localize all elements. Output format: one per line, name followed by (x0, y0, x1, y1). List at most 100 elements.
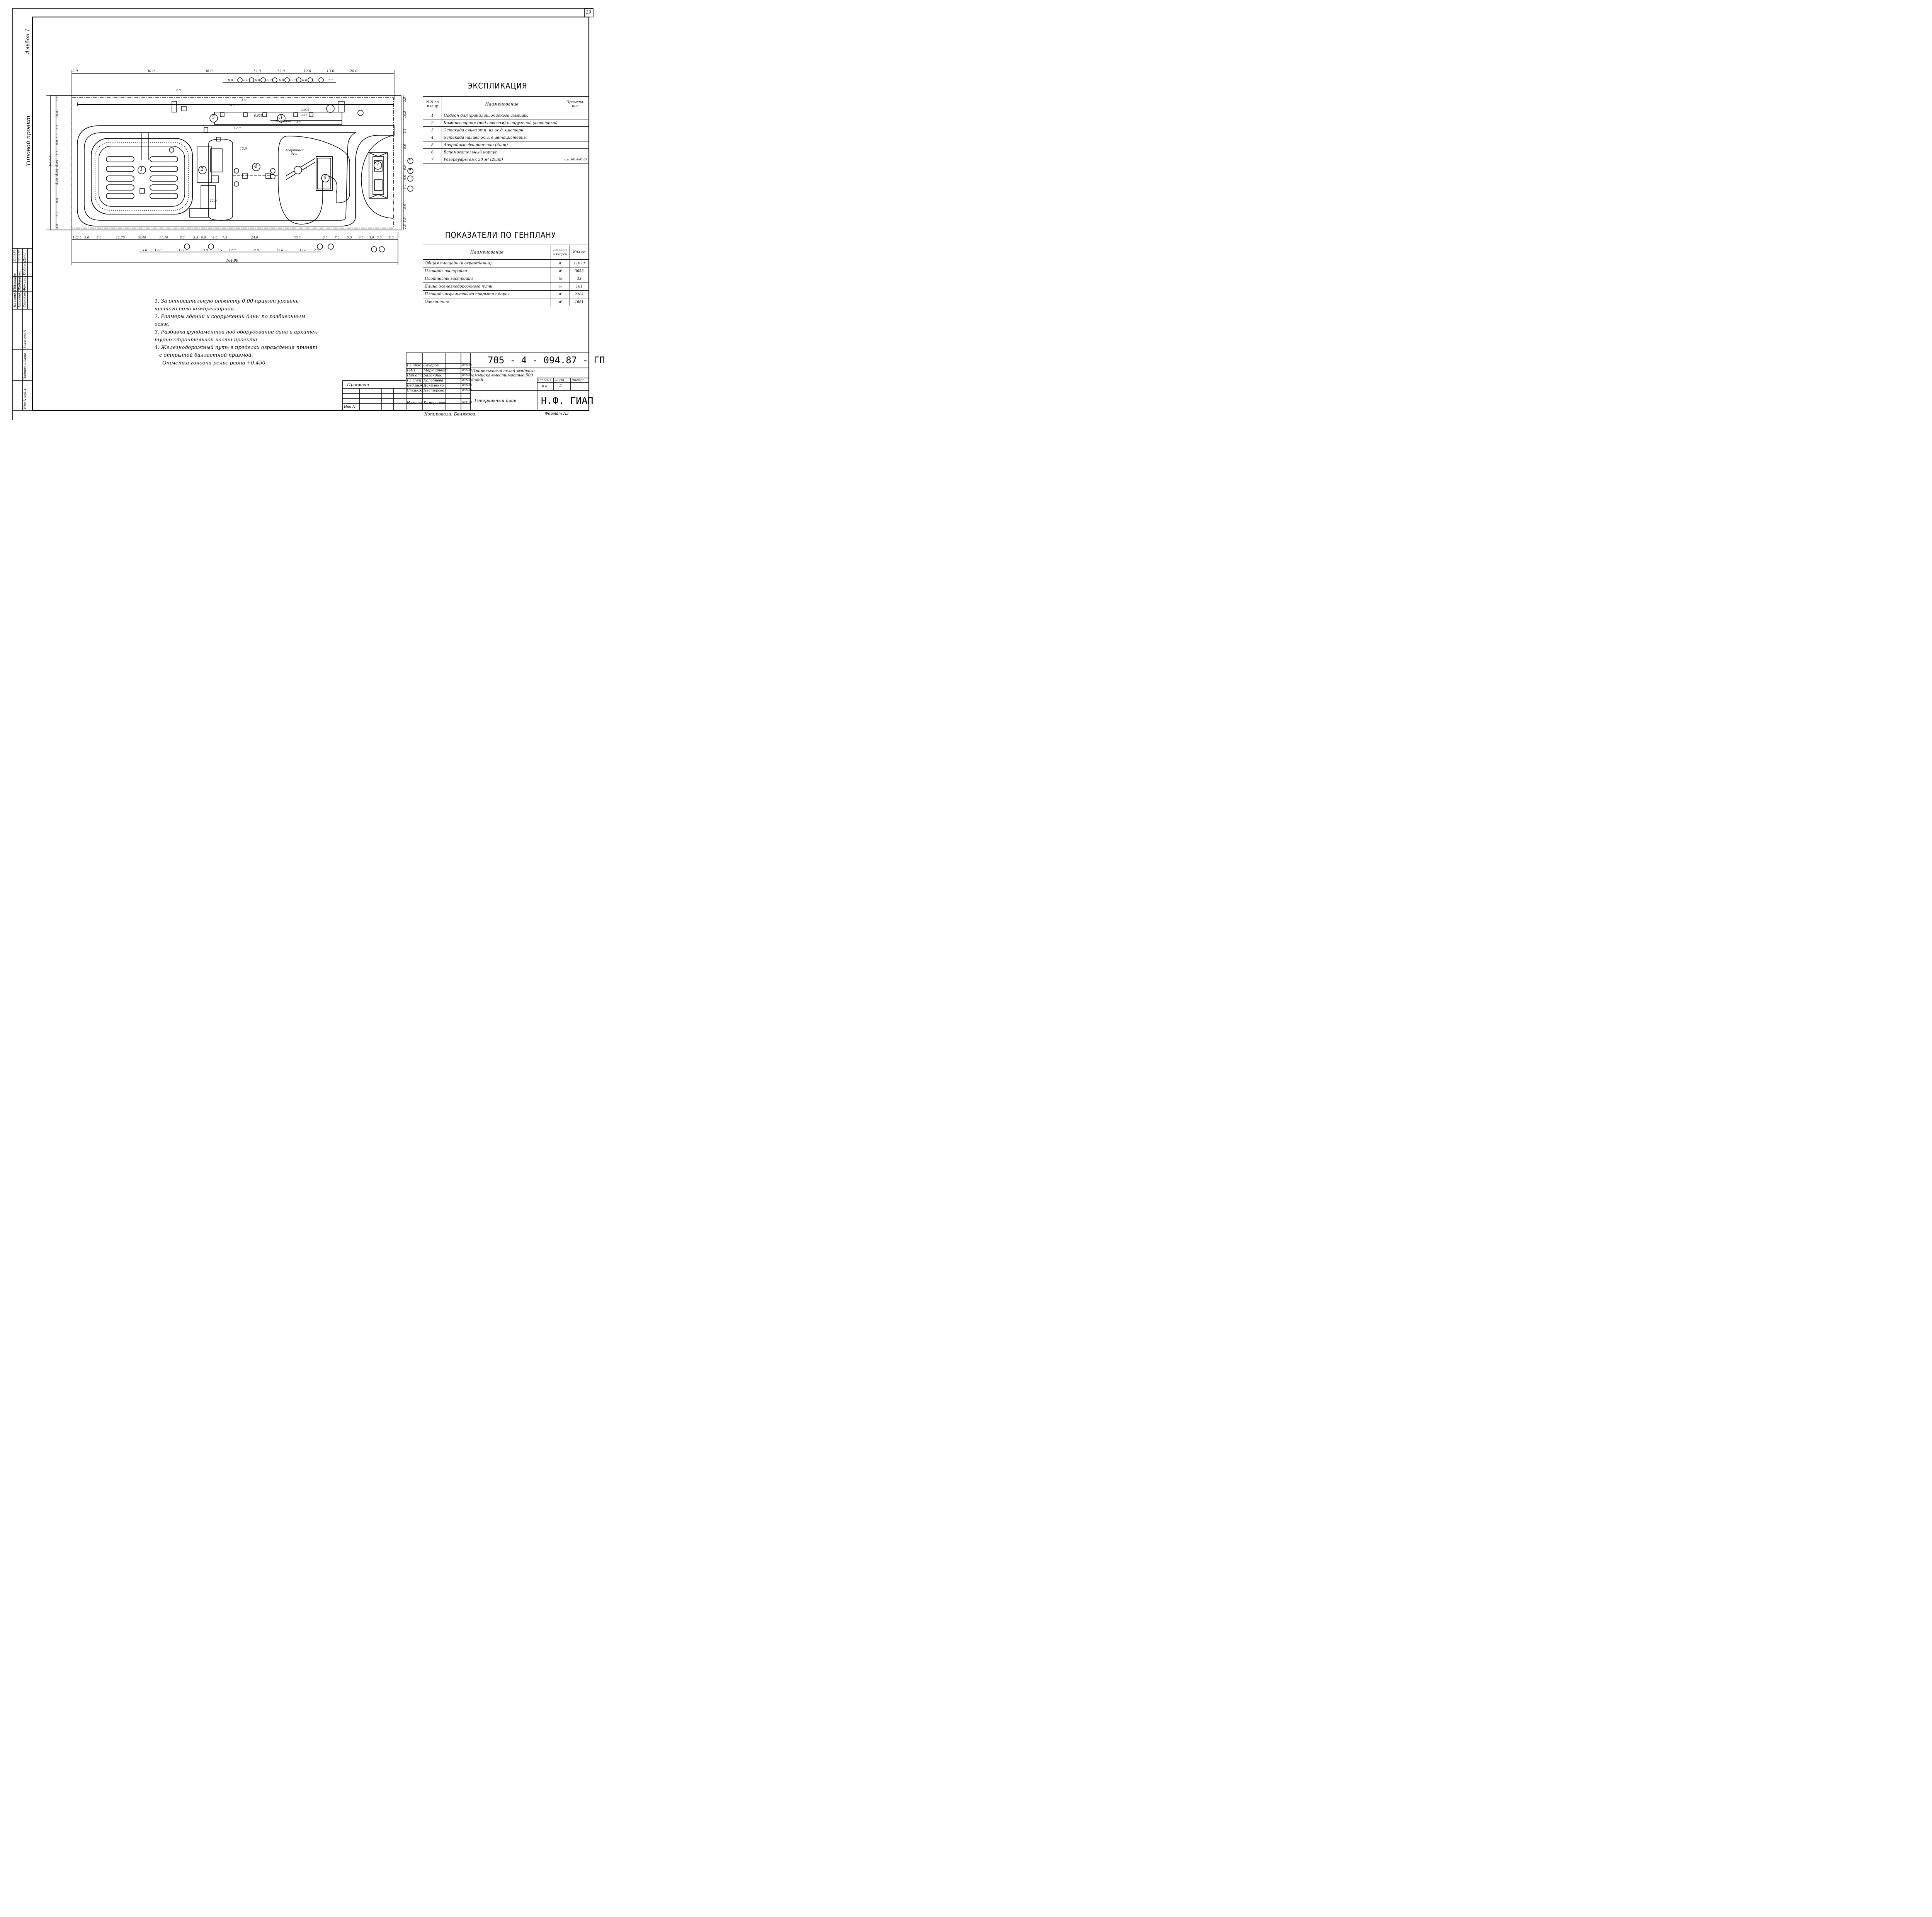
dim-label: 24.0 (251, 236, 258, 239)
reservoir-pad (369, 152, 388, 199)
callout-number: 1 (140, 167, 143, 172)
signatory-name: Баландин (423, 374, 442, 378)
dim-label: 13.0 (327, 70, 335, 73)
unit-label: УК-750 (228, 104, 240, 107)
total-width: 67.50 (49, 156, 53, 166)
row-name: Эстакада налива ж.а. в автоцистерны (442, 134, 562, 141)
dim-label: 5.0 (84, 236, 89, 239)
row-note (561, 134, 589, 141)
page-number-box (584, 8, 594, 17)
dim-label: 6.0 (267, 78, 272, 82)
header-name: Наименование (442, 96, 562, 112)
callout-number: 3 (279, 115, 282, 120)
left-dim: 10.5 (55, 111, 59, 118)
callout-number: 5 (212, 115, 215, 120)
dim-label: 6.0 (243, 78, 248, 82)
dim-label: 3.0 (328, 78, 333, 82)
indicator-name: Плотность застройки (423, 275, 551, 283)
dim-label: 13.0 (201, 249, 208, 252)
signatory-name: Нестерова (423, 389, 444, 393)
left-dim: 3.5 (55, 96, 59, 101)
indicators-title: ПОКАЗАТЕЛИ ПО ГЕНПЛАНУ (445, 230, 556, 240)
stamp-side-label: Подпись и дата (23, 353, 27, 380)
signatory-role: Н.контр (407, 401, 423, 405)
stamp-name: Гопоников (13, 273, 17, 291)
stamp-date: 22.03.86 (18, 249, 21, 262)
dim-label: 3.0 (369, 236, 374, 239)
callout-6 (321, 174, 330, 182)
tank (106, 166, 134, 172)
indicator-row: Плотность застройки%33 (423, 275, 589, 283)
dim-label: 7.5 (303, 167, 308, 171)
dim-label: 8.0 (228, 78, 233, 82)
header-note: Примеча-ние (561, 96, 589, 112)
dim-label: 10.40 (137, 236, 146, 239)
note-line: турно-строительной части проекта. (155, 337, 259, 343)
tank (150, 175, 178, 182)
sheet-name: Генеральный план (474, 398, 517, 403)
left-dim: 4.25 (55, 169, 59, 176)
left-dim: 4.25 (55, 178, 59, 185)
page-number: 29 (586, 10, 591, 15)
indicator-unit: м (551, 283, 570, 291)
signatory-date: 20.03.86 (462, 364, 472, 366)
signatory-role: Гл.спец (407, 379, 421, 383)
right-dim: 5.5 (403, 217, 406, 222)
dim-label: 12.0 (299, 249, 306, 252)
axis-A (407, 186, 413, 192)
row-name: Аварийные фонтанчики (4шт) (442, 141, 562, 149)
axis-label: А (409, 168, 412, 172)
dim-label: 12.0 (234, 126, 241, 130)
indicator-name: Общая площадь (в ограждении) (423, 259, 551, 267)
axis-A (357, 110, 364, 116)
dim-label: 6.0 (201, 236, 206, 239)
signatory-name: Колобнева (423, 379, 443, 383)
dim-label: 8.6 (180, 236, 185, 239)
shower-label-2: Аварийный душ (285, 148, 304, 155)
dim-label: 2.15 (301, 114, 308, 117)
dim-label: 3.0 (72, 70, 78, 73)
title-block-lines (342, 352, 589, 411)
signatory-name: Маркштедт (423, 369, 448, 373)
dim-label: 11.70 (159, 236, 168, 239)
signatory-role: Ст.инж (407, 389, 423, 393)
notes-block: 1. За относительную отметку 0,00 принят … (155, 298, 325, 367)
tank (150, 184, 178, 191)
indicator-value: 1661 (570, 298, 589, 306)
dim-label: 12.0 (277, 70, 285, 73)
stage-label: Стадия (538, 378, 551, 382)
project-code: 705 - 4 - 094.87 - ГП (488, 355, 605, 366)
stamp-side-label: Инв.N под.л. (23, 388, 27, 409)
dim-label: 6.0 (291, 78, 296, 82)
left-dim: 8.5 (55, 150, 59, 155)
dim-label: 3.0 (377, 236, 382, 239)
dim-label: 12.0 (303, 70, 311, 73)
callout-number: 7 (376, 162, 379, 167)
dim-label: 3.0 (142, 249, 147, 252)
tanks (106, 156, 178, 199)
right-dim: 6.0 (403, 184, 406, 189)
signatory-role: Вед.инж (407, 384, 423, 388)
dim-label: 6.0 (302, 78, 307, 82)
drawing-sheet (12, 8, 594, 420)
row-note (561, 112, 589, 119)
org-name: Н.Ф. ГИАП (541, 395, 594, 406)
row-note (561, 119, 589, 127)
signatory-role: ГИП (407, 369, 415, 373)
dim-label: 12.0 (229, 249, 236, 252)
signatory-date: 20.03.86 (462, 369, 472, 371)
left-dim: 8.5 (55, 198, 59, 203)
callout-1 (138, 166, 146, 174)
dim-label: 26.0 (350, 70, 358, 73)
row-number: 1 (423, 112, 442, 119)
row-name: Резервуары емк 50 м³ (2шт) (442, 156, 562, 163)
dim-label: 30.0 (147, 70, 155, 73)
dim-label: 2.0 (176, 89, 181, 92)
dim-label: 11.70 (116, 236, 125, 239)
axis-A (407, 168, 413, 174)
